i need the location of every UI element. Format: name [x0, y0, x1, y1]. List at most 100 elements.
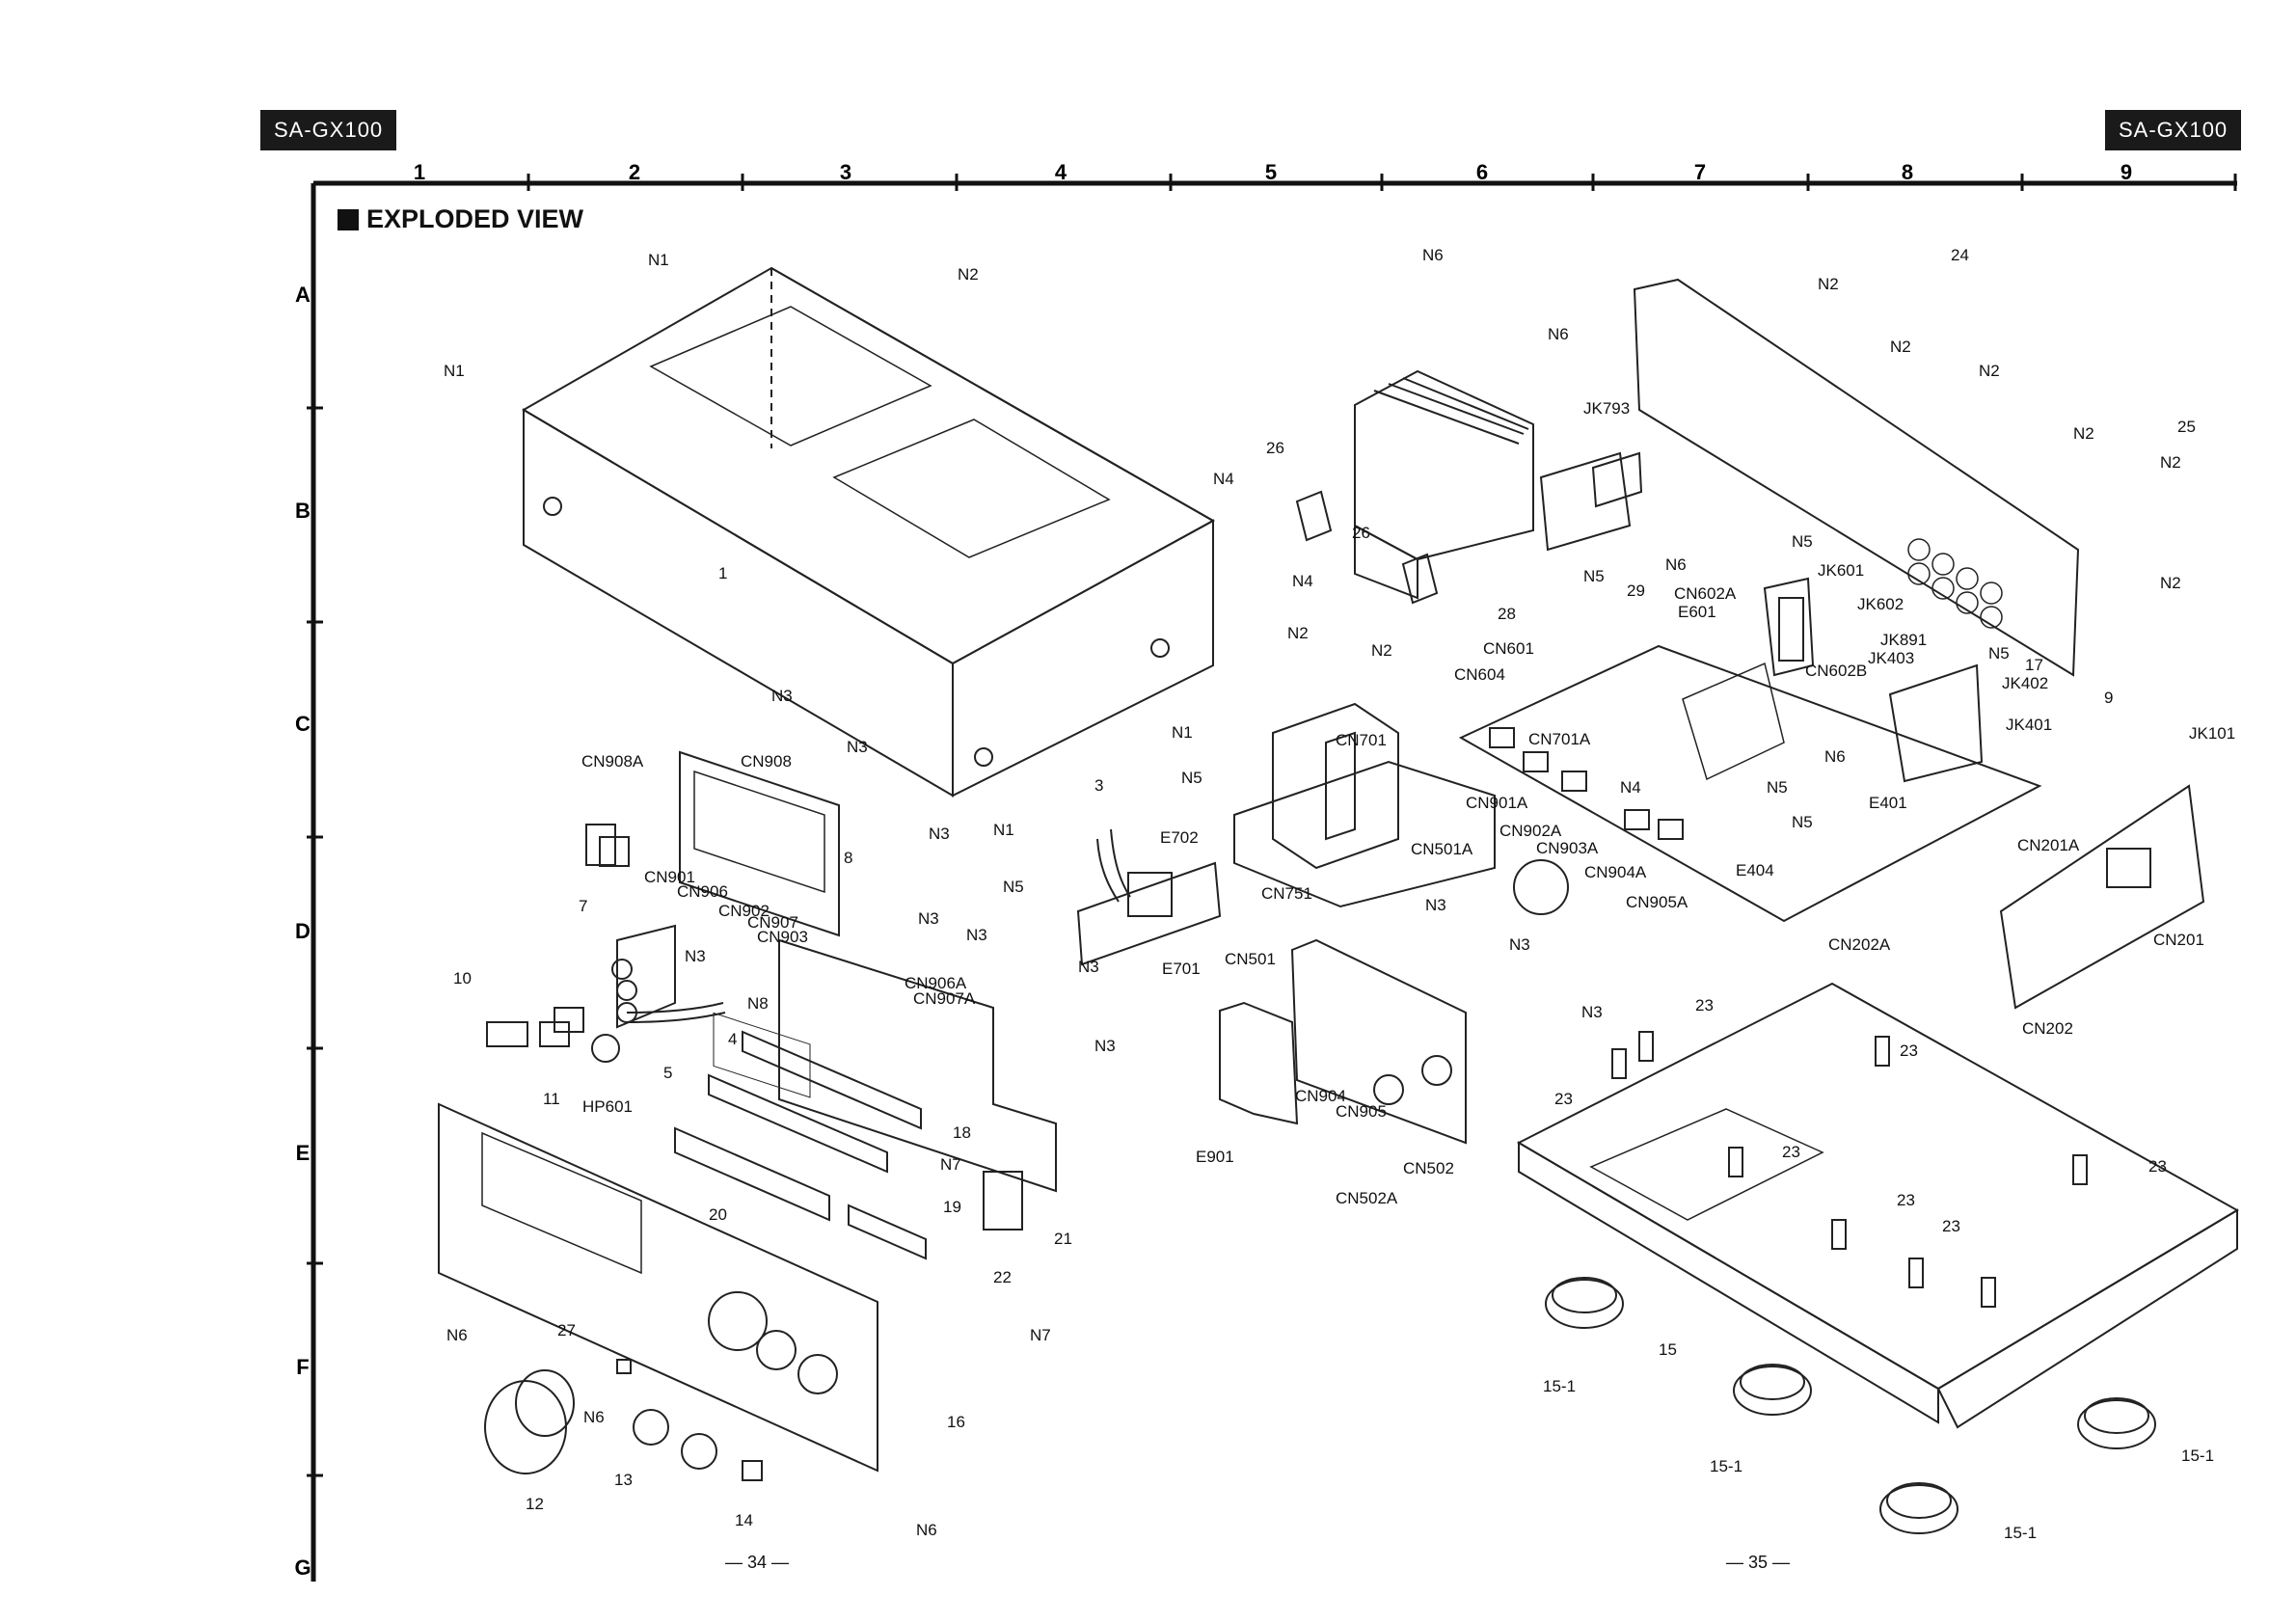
- jack-block-jk601: [1763, 577, 1815, 677]
- part-label-cn604: CN604: [1454, 665, 1505, 684]
- jk793-jack: [1591, 451, 1643, 508]
- part-label-29: 29: [1627, 582, 1645, 600]
- part-label-n5: N5: [1988, 644, 2010, 663]
- part-label-n6: N6: [583, 1408, 605, 1426]
- display-pcb: [679, 750, 840, 1098]
- part-label-cn902: CN902: [718, 902, 770, 920]
- part-label-n3: N3: [685, 947, 706, 965]
- column-label-3: 3: [840, 160, 851, 184]
- row-label-F: F: [296, 1355, 309, 1379]
- part-label-cn601: CN601: [1483, 639, 1534, 658]
- part-label-15-1: 15-1: [1543, 1377, 1576, 1395]
- part-label-cn202: CN202: [2022, 1019, 2073, 1038]
- column-ticks: [527, 174, 2237, 191]
- part-label-n6: N6: [1548, 325, 1569, 343]
- part-label-cn903a: CN903A: [1536, 839, 1599, 857]
- title-square-icon: [338, 208, 359, 230]
- part-label-cn201a: CN201A: [2017, 836, 2080, 854]
- part-label-n6: N6: [1665, 555, 1687, 574]
- part-label-jk891: JK891: [1880, 631, 1927, 649]
- part-label-n3: N3: [1094, 1037, 1116, 1055]
- part-label-cn907: CN907: [747, 913, 798, 932]
- part-label-9: 9: [2104, 689, 2113, 707]
- brackets-26: [1295, 490, 1439, 605]
- part-label-3: 3: [1094, 776, 1103, 795]
- part-label-23: 23: [2148, 1157, 2167, 1176]
- switch-pcb: [778, 938, 1057, 1193]
- part-label-cn905: CN905: [1336, 1102, 1387, 1121]
- part-label-21: 21: [1054, 1230, 1072, 1248]
- column-label-5: 5: [1265, 160, 1277, 184]
- part-label-19: 19: [943, 1198, 961, 1216]
- power-pcb: [1076, 828, 1222, 966]
- power-transformer: [1233, 702, 1496, 908]
- part-label-1: 1: [718, 564, 727, 582]
- part-label-cn701a: CN701A: [1528, 730, 1591, 748]
- model-badge-right: SA-GX100: [2105, 110, 2242, 150]
- part-label-n6: N6: [1824, 747, 1846, 766]
- part-label-n5: N5: [1767, 778, 1788, 797]
- part-label-e901: E901: [1196, 1148, 1234, 1166]
- button-strips: [674, 1030, 1023, 1260]
- part-label-e401: E401: [1869, 794, 1907, 812]
- part-label-n3: N3: [966, 926, 987, 944]
- part-label-15-1: 15-1: [1710, 1457, 1742, 1475]
- part-label-n2: N2: [2160, 453, 2181, 472]
- part-label-10: 10: [453, 969, 472, 987]
- feet: [1545, 1277, 2156, 1534]
- part-label-e702: E702: [1160, 828, 1199, 847]
- part-label-7: 7: [579, 897, 587, 915]
- part-label-n3: N3: [1581, 1003, 1603, 1021]
- knobs-13: [633, 1409, 717, 1470]
- heatsink: [1354, 369, 1534, 600]
- part-label-jk602: JK602: [1857, 595, 1904, 613]
- part-label-4: 4: [728, 1030, 737, 1048]
- part-label-cn904: CN904: [1295, 1087, 1346, 1105]
- part-label-cn907a: CN907A: [913, 989, 976, 1008]
- part-label-n2: N2: [1371, 641, 1392, 660]
- part-label-jk793: JK793: [1583, 399, 1630, 418]
- part-label-cn908: CN908: [741, 752, 792, 771]
- column-label-1: 1: [414, 160, 425, 184]
- column-label-4: 4: [1055, 160, 1067, 184]
- column-label-9: 9: [2120, 160, 2132, 184]
- volume-knob-12: [484, 1369, 575, 1474]
- part-label-n7: N7: [940, 1155, 961, 1174]
- part-label-15: 15: [1659, 1340, 1677, 1359]
- grid-frame: [311, 180, 2237, 1582]
- part-label-n1: N1: [648, 251, 669, 269]
- part-label-n4: N4: [1292, 572, 1313, 590]
- part-label-23: 23: [1942, 1217, 1960, 1235]
- part-label-23: 23: [1897, 1191, 1915, 1209]
- part-label-17: 17: [2025, 656, 2043, 674]
- part-label-jk601: JK601: [1818, 561, 1864, 580]
- part-label-23: 23: [1900, 1041, 1918, 1060]
- rear-panel: [1633, 278, 2080, 677]
- part-label-n5: N5: [1792, 813, 1813, 831]
- tuner-pcb: [1999, 784, 2205, 1010]
- part-label-n3: N3: [771, 687, 793, 705]
- column-label-6: 6: [1476, 160, 1488, 184]
- column-label-2: 2: [629, 160, 640, 184]
- part-label-n2: N2: [2073, 424, 2094, 443]
- row-label-D: D: [295, 919, 311, 943]
- part-label-24: 24: [1951, 246, 1969, 264]
- part-label-hp601: HP601: [582, 1097, 633, 1116]
- part-label-n3: N3: [1509, 935, 1530, 954]
- part-label-cn602b: CN602B: [1805, 662, 1867, 680]
- title-text: EXPLODED VIEW: [366, 204, 584, 233]
- part-label-n4: N4: [1213, 470, 1234, 488]
- column-label-8: 8: [1902, 160, 1913, 184]
- part-label-14: 14: [735, 1511, 753, 1529]
- part-label-n2: N2: [958, 265, 979, 284]
- row-label-A: A: [295, 283, 311, 307]
- part-label-n2: N2: [1979, 362, 2000, 380]
- part-label-cn906: CN906: [677, 882, 728, 901]
- part-label-n3: N3: [918, 909, 939, 928]
- part-label-n6: N6: [1422, 246, 1444, 264]
- section-title: EXPLODED VIEW: [338, 204, 583, 234]
